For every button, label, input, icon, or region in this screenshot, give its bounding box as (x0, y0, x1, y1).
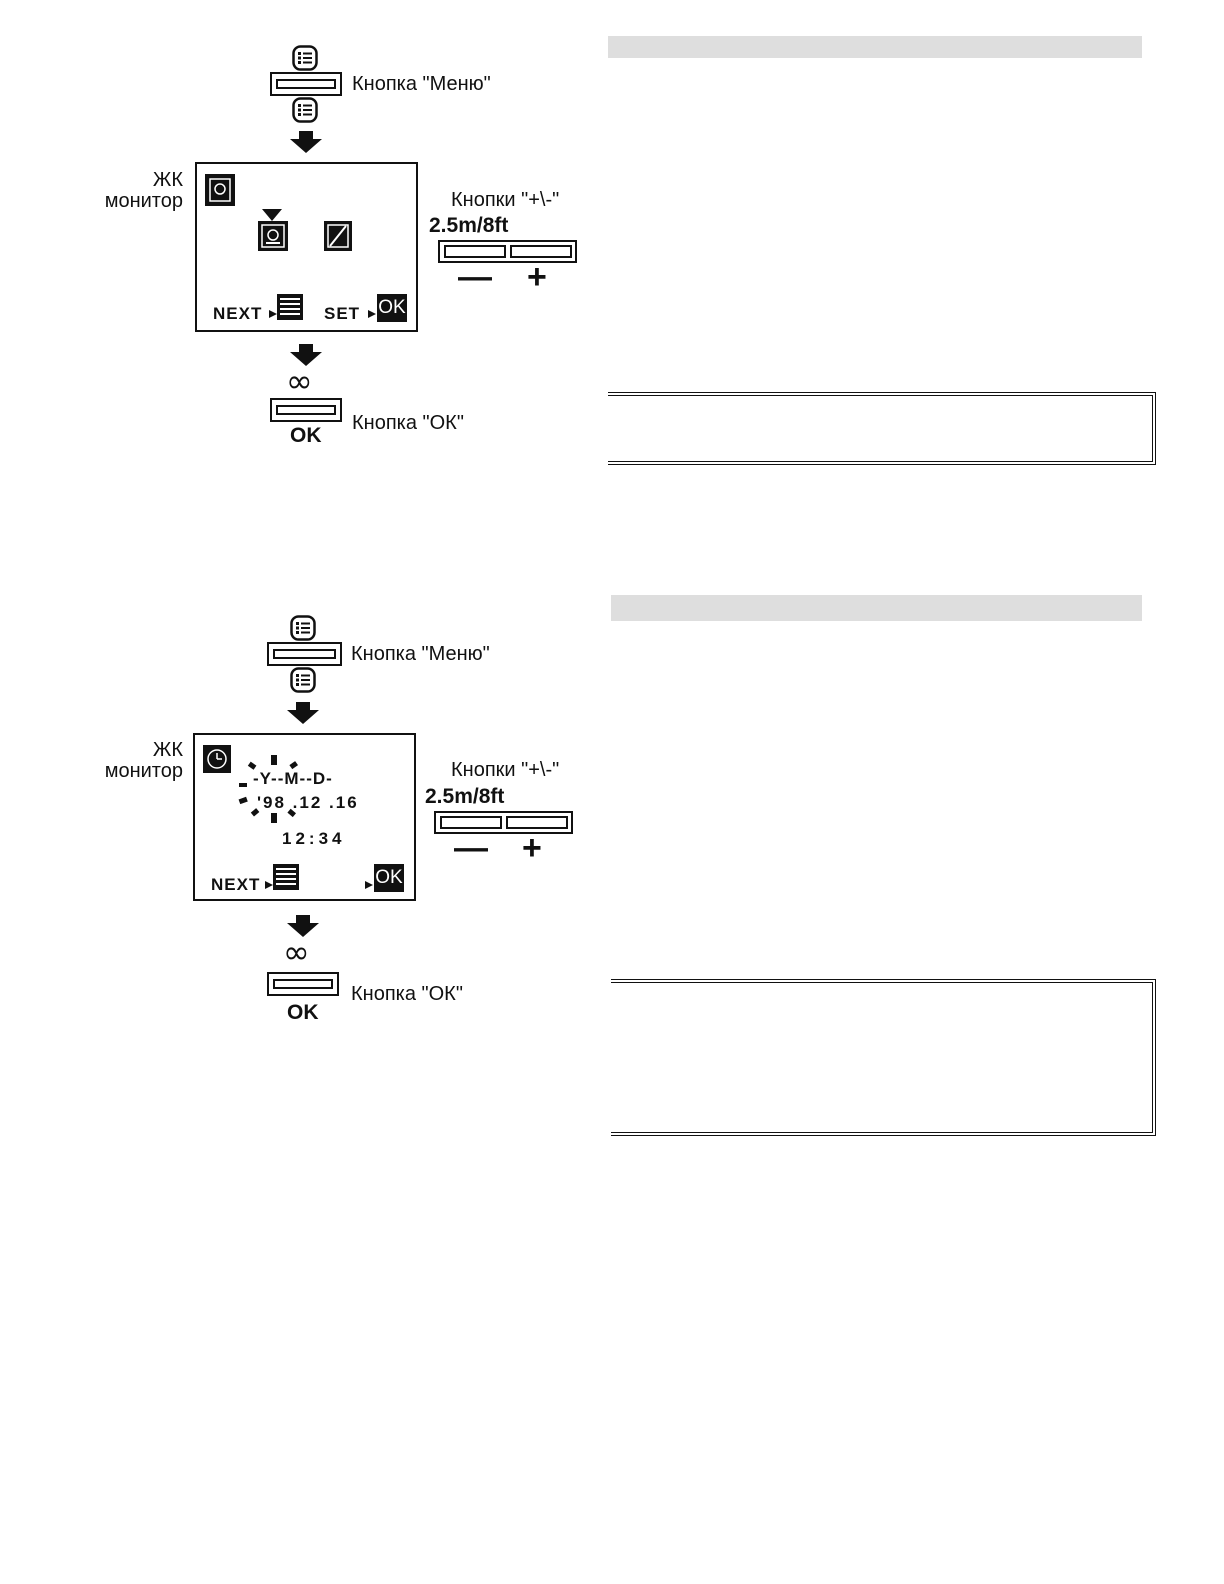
plus-button[interactable] (506, 816, 568, 829)
minus-button[interactable] (440, 816, 502, 829)
ok-caption: OK (287, 1001, 319, 1024)
minus-sign: — (454, 829, 488, 867)
menu-button-label: Кнопка "Меню" (352, 73, 491, 95)
infinity-icon: ∞ (283, 933, 310, 971)
ok-button[interactable] (267, 972, 339, 996)
flash-off-icon (324, 221, 352, 251)
ok-caption: OK (290, 424, 322, 447)
minus-sign: — (458, 258, 492, 296)
flash-icon (258, 221, 288, 251)
minus-button[interactable] (444, 245, 506, 258)
flash-mode-icon (205, 174, 235, 206)
menu-icon (292, 45, 318, 71)
lcd-ymd-text: -Y--M--D- (253, 769, 333, 788)
down-arrow-icon (290, 131, 322, 153)
section-header-bar (608, 36, 1142, 58)
lcd-next-text: NEXT (213, 304, 263, 323)
down-arrow-icon (287, 702, 319, 724)
plus-sign: + (522, 829, 542, 867)
lcd-date-text: '98 .12 .16 (257, 793, 359, 812)
menu-button-label: Кнопка "Меню" (351, 643, 490, 665)
plus-minus-buttons (434, 811, 573, 834)
section-header-bar (611, 595, 1142, 621)
lcd-monitor-label: ЖК монитор (90, 740, 183, 782)
lcd-monitor-label-text: ЖК монитор (104, 739, 183, 782)
lcd-screen: -Y--M--D- '98 .12 .16 12:34 NEXT OK (193, 733, 416, 901)
arrow-right-icon (368, 310, 376, 318)
menu-button[interactable] (267, 642, 342, 666)
lcd-time-text: 12:34 (282, 829, 346, 848)
lcd-screen: NEXT SET OK (195, 162, 418, 332)
plus-minus-label: Кнопки "+\-" (451, 759, 560, 781)
ok-icon: OK (377, 294, 407, 322)
note-box (608, 392, 1156, 465)
infinity-icon: ∞ (286, 362, 313, 400)
blink-rays-icon (238, 755, 298, 823)
range-label: 2.5m/8ft (425, 785, 505, 808)
range-label: 2.5m/8ft (429, 214, 509, 237)
ok-icon: OK (374, 864, 404, 892)
plus-sign: + (527, 258, 547, 296)
lcd-monitor-label: ЖК монитор (90, 170, 183, 212)
plus-button[interactable] (510, 245, 572, 258)
arrow-right-icon (265, 881, 273, 889)
plus-minus-label: Кнопки "+\-" (451, 189, 560, 211)
ok-button-label: Кнопка "ОК" (351, 983, 463, 1005)
selector-triangle-icon (262, 209, 282, 221)
arrow-right-icon (269, 310, 277, 318)
clock-icon (203, 745, 231, 773)
menu-button[interactable] (270, 72, 342, 96)
menu-icon (292, 97, 318, 123)
menu-icon (290, 667, 316, 693)
plus-minus-buttons (438, 240, 577, 263)
lcd-set-text: SET (324, 304, 361, 323)
lcd-next-text: NEXT (211, 875, 261, 894)
menu-icon (290, 615, 316, 641)
lcd-monitor-label-text: ЖК монитор (104, 169, 183, 212)
ok-button-label: Кнопка "ОК" (352, 412, 464, 434)
arrow-right-icon (365, 881, 373, 889)
ok-button[interactable] (270, 398, 342, 422)
note-box (611, 979, 1156, 1136)
menu-icon (273, 864, 299, 890)
menu-icon (277, 294, 303, 320)
